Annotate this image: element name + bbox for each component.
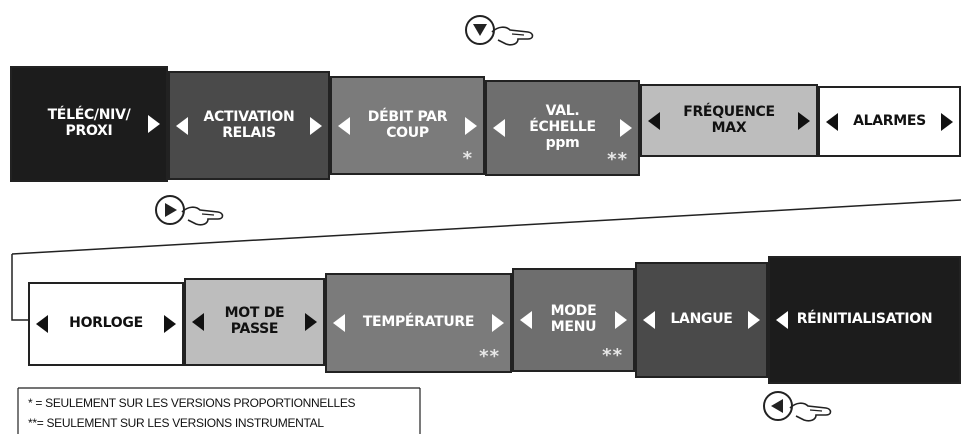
left-arrow-icon	[192, 313, 204, 331]
menu-tile-langue: LANGUE	[635, 262, 768, 378]
right-arrow-icon	[748, 311, 760, 329]
menu-tile-debit: DÉBIT PAR COUP *	[330, 76, 485, 175]
menu-tile-telec: TÉLÉC/NIV/ PROXI	[10, 66, 168, 182]
menu-tile-label: MOT DE PASSE	[224, 305, 285, 337]
right-arrow-icon	[465, 116, 477, 135]
menu-tile-label: LANGUE	[670, 311, 733, 328]
version-note-marker: **	[479, 346, 500, 367]
version-note-marker: *	[462, 148, 473, 169]
left-arrow-icon	[826, 112, 838, 131]
left-arrow-icon	[520, 311, 532, 329]
finger-press-left-button-icon[interactable]	[760, 386, 840, 432]
left-arrow-icon	[333, 314, 345, 332]
legend-line-2: **= SEULEMENT SUR LES VERSIONS INSTRUMEN…	[28, 416, 324, 430]
right-arrow-icon	[615, 311, 627, 329]
right-arrow-icon	[305, 313, 317, 331]
menu-tile-label: FRÉQUENCE MAX	[683, 103, 775, 136]
left-arrow-icon	[493, 119, 505, 137]
menu-tile-label: VAL. ÉCHELLE ppm	[529, 103, 596, 151]
menu-tile-label: ACTIVATION RELAIS	[203, 108, 295, 141]
left-arrow-icon	[643, 311, 655, 329]
left-arrow-icon	[648, 111, 660, 130]
version-note-marker: **	[607, 149, 628, 170]
menu-tile-label: TÉLÉC/NIV/ PROXI	[47, 107, 131, 139]
right-arrow-icon	[798, 111, 810, 130]
right-arrow-icon	[941, 112, 953, 131]
menu-tile-frequence: FRÉQUENCE MAX	[640, 84, 818, 157]
menu-tile-reinit: RÉINITIALISATION	[768, 256, 961, 384]
menu-tile-alarmes: ALARMES	[818, 86, 961, 157]
left-arrow-icon	[338, 116, 350, 135]
wrap-elbow	[11, 254, 28, 321]
menu-tile-label: DÉBIT PAR COUP	[367, 108, 448, 141]
menu-tile-val: VAL. ÉCHELLE ppm **	[485, 80, 640, 176]
menu-tile-horloge: HORLOGE	[28, 282, 184, 366]
left-arrow-icon	[176, 116, 188, 135]
menu-tile-temperature: TEMPÉRATURE**	[325, 273, 512, 373]
right-arrow-icon	[492, 314, 504, 332]
menu-tile-motdepasse: MOT DE PASSE	[184, 278, 325, 366]
menu-tile-modemenu: MODE MENU**	[512, 268, 635, 372]
menu-tile-label: RÉINITIALISATION	[796, 311, 933, 328]
right-arrow-icon	[310, 116, 322, 135]
menu-tile-label: ALARMES	[853, 112, 926, 129]
right-arrow-icon	[148, 115, 160, 133]
finger-press-down-button-icon[interactable]	[462, 8, 542, 54]
menu-tile-label: HORLOGE	[69, 315, 143, 332]
menu-tile-label: MODE MENU	[550, 303, 597, 335]
menu-tile-label: TEMPÉRATURE	[362, 314, 475, 331]
left-arrow-icon	[36, 315, 48, 333]
legend-line-1: * = SEULEMENT SUR LES VERSIONS PROPORTIO…	[28, 396, 356, 410]
left-arrow-icon	[776, 311, 788, 329]
wrap-line	[11, 199, 961, 255]
menu-tile-activation: ACTIVATION RELAIS	[168, 71, 330, 180]
version-note-marker: **	[602, 345, 623, 366]
finger-press-right-button-icon[interactable]	[152, 190, 232, 236]
right-arrow-icon	[164, 315, 176, 333]
right-arrow-icon	[620, 119, 632, 137]
